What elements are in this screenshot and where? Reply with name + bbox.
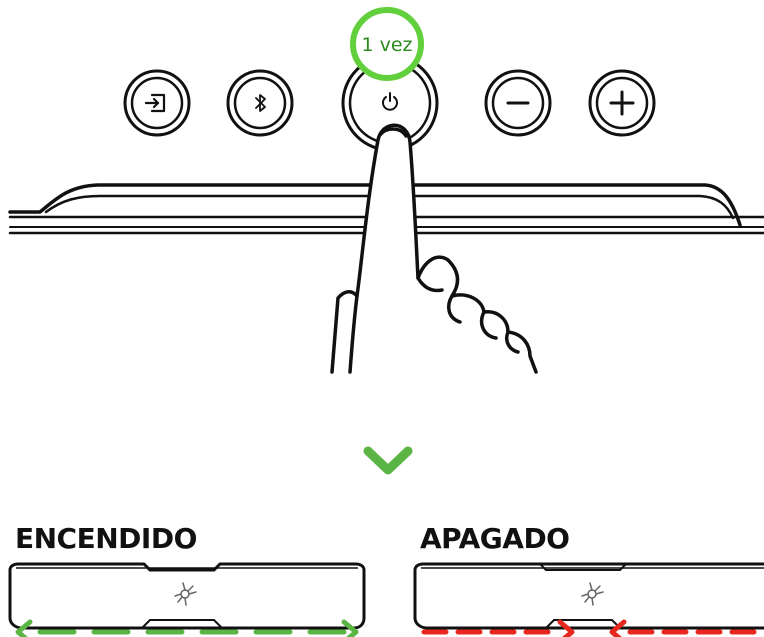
chevron-down-icon (363, 446, 413, 475)
razer-logo-icon (581, 582, 604, 606)
off-light-indicator (421, 619, 764, 637)
input-icon (144, 93, 166, 113)
volume-down-button[interactable] (484, 69, 552, 137)
soundbar-off (413, 562, 764, 637)
bluetooth-icon (255, 94, 266, 112)
hand-illustration (330, 123, 538, 374)
on-state-label: ENCENDIDO (15, 522, 197, 555)
soundbar-on (8, 562, 366, 637)
power-button[interactable] (341, 54, 439, 152)
press-count-label: 1 vez (361, 34, 412, 56)
power-icon (382, 92, 398, 111)
razer-logo-icon (174, 582, 197, 606)
bluetooth-button[interactable] (226, 69, 294, 137)
press-count-badge: 1 vez (350, 7, 424, 81)
off-state-label: APAGADO (420, 522, 570, 555)
volume-up-button[interactable] (588, 69, 656, 137)
on-light-indicator (15, 619, 359, 637)
plus-icon (609, 90, 635, 116)
input-button[interactable] (123, 69, 191, 137)
